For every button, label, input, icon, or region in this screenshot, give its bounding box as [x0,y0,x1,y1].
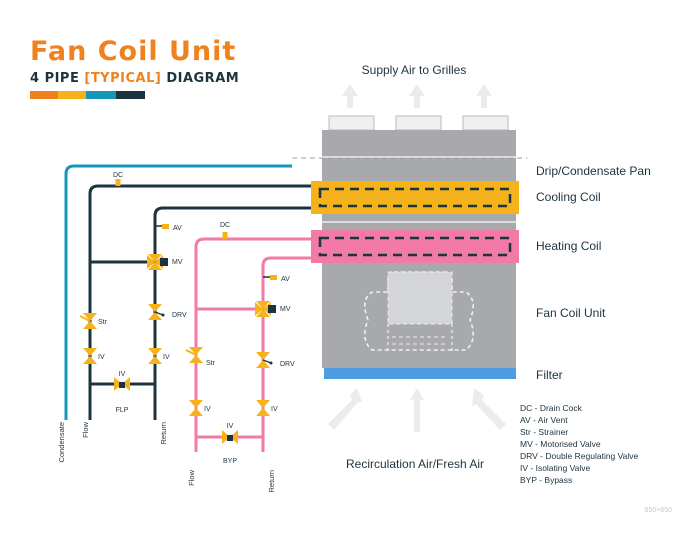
mv-cool-icon: MV [147,254,183,270]
watermark: 850×650 [645,507,673,514]
iv-heat-flow-icon: IV [189,400,211,416]
dc-heat-tag: DC [220,222,230,229]
fan-coil-unit-label: Fan Coil Unit [536,306,606,320]
iv-cool-flow-icon: IV [83,348,105,364]
cooling-flow-pipe [88,184,311,420]
iv-heat-bypass-icon: IV BYP [222,423,238,465]
filter [324,368,516,379]
iv-cool-return-icon: IV [148,348,170,364]
cooling-coil [311,181,519,214]
subtitle-prefix: 4 PIPE [30,71,85,86]
diagram-subtitle: 4 PIPE [TYPICAL] DIAGRAM [30,71,239,86]
legend-item: BYP - Bypass [520,475,572,485]
iv-heat-flow-tag: IV [204,406,211,413]
str-cool-tag: Str [98,319,108,326]
legend-item: Str - Strainer [520,427,568,437]
legend-item: MV - Motorised Valve [520,439,601,449]
heating-coil-label: Heating Coil [536,239,601,253]
av-cool-tag: AV [173,225,182,232]
iv-heat-return-tag: IV [271,406,278,413]
cooling-return-label: Return [159,422,168,445]
drv-cool-icon: DRV [148,304,187,320]
drv-heat-tag: DRV [280,361,295,368]
dc-cool-tag: DC [113,172,123,179]
drip-pan-label: Drip/Condensate Pan [536,164,651,178]
heating-return-pipe [261,256,311,452]
legend-item: IV - Isolating Valve [520,463,591,473]
iv-cool-return-tag: IV [163,354,170,361]
str-cool-icon: Str [79,313,108,329]
heating-return-label: Return [267,470,276,493]
iv-heat-bypass-tag: IV [227,423,234,430]
supply-air-arrows [342,84,492,108]
legend-item: DC - Drain Cock [520,403,583,413]
legend: DC - Drain Cock AV - Air Vent Str - Stra… [520,403,639,485]
subtitle-suffix: DIAGRAM [161,71,240,86]
av-cool-icon: AV [155,224,182,232]
drip-condensate-pan [291,156,529,223]
mv-cool-tag: MV [172,259,183,266]
legend-item: AV - Air Vent [520,415,568,425]
supply-outlets [328,115,509,131]
drv-cool-tag: DRV [172,312,187,319]
condensate-pipe-label: Condensate [57,422,66,462]
str-heat-icon: Str [185,347,216,367]
mv-heat-icon: MV [255,301,291,317]
dc-cool-icon: DC [113,172,123,186]
heating-coil [311,230,519,263]
title-color-bar [30,91,145,99]
flp-tag: FLP [116,407,129,414]
iv-cool-bypass-icon: IV FLP [114,371,130,414]
filter-label: Filter [536,368,563,382]
iv-cool-bypass-tag: IV [119,371,126,378]
recirculation-air-arrows [328,388,506,432]
diagram-title: Fan Coil Unit [30,36,237,67]
mv-heat-tag: MV [280,306,291,313]
dc-heat-icon: DC [220,222,230,239]
av-heat-icon: AV [263,275,290,283]
fan-icon [364,271,474,352]
recirculation-label: Recirculation Air/Fresh Air [346,457,484,471]
subtitle-highlight: [TYPICAL] [84,71,162,86]
cooling-flow-label: Flow [81,421,90,437]
av-heat-tag: AV [281,276,290,283]
legend-item: DRV - Double Regulating Valve [520,451,639,461]
drv-heat-icon: DRV [256,352,295,368]
cooling-return-pipe [153,206,311,420]
supply-air-label: Supply Air to Grilles [362,63,467,77]
byp-tag: BYP [223,458,237,465]
iv-cool-flow-tag: IV [98,354,105,361]
str-heat-tag: Str [206,360,216,367]
cooling-coil-label: Cooling Coil [536,190,601,204]
condensate-pipe [64,164,292,420]
heating-flow-pipe [194,237,311,452]
heating-flow-label: Flow [187,469,196,485]
iv-heat-return-icon: IV [256,400,278,416]
